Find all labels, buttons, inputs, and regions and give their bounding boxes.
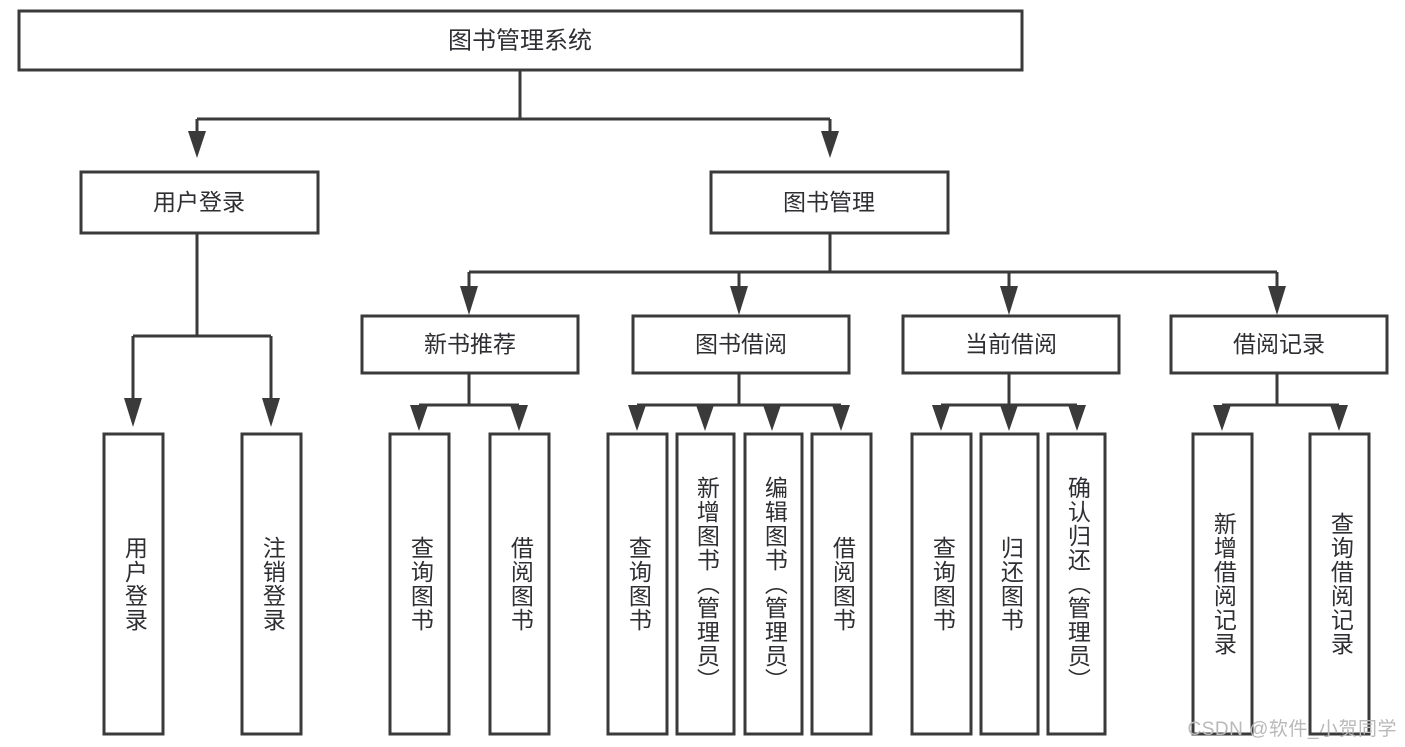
arrow-to-leaf-borrow-book-2: [832, 405, 850, 431]
node-book-borrow-box[interactable]: [631, 314, 851, 375]
watermark-text: CSDN @软件_小贺同学: [1187, 719, 1397, 740]
arrow-to-new-book-rec: [460, 286, 478, 315]
arrow-to-leaf-borrow-book-1: [510, 405, 528, 431]
leaf-add-record-box[interactable]: [1191, 432, 1254, 736]
node-root-label: 图书管理系统: [448, 27, 592, 54]
node-borrow-record-label: 借阅记录: [1233, 331, 1325, 357]
arrow-to-leaf-query-book-3: [932, 405, 950, 431]
node-root-box[interactable]: [17, 9, 1024, 72]
arrow-to-book-borrow: [730, 286, 748, 315]
connector-group: [124, 70, 1348, 431]
arrow-to-leaf-logout: [262, 398, 280, 427]
arrow-to-leaf-return-book: [1000, 405, 1018, 431]
node-borrow-record[interactable]: 借阅记录: [1169, 314, 1389, 375]
leaf-box-group: [102, 432, 1371, 736]
arrow-to-leaf-add-record: [1213, 405, 1231, 431]
leaf-confirm-return-box[interactable]: [1046, 432, 1107, 736]
node-current-borrow-label: 当前借阅: [965, 331, 1057, 357]
node-book-borrow-label: 图书借阅: [695, 331, 787, 357]
arrow-to-leaf-query-book-1: [410, 405, 428, 431]
leaf-user-login-box[interactable]: [102, 432, 165, 736]
arrow-to-borrow-record: [1268, 286, 1286, 315]
node-new-book-rec-box[interactable]: [360, 314, 580, 375]
node-book-manage-label: 图书管理: [783, 189, 875, 215]
node-book-manage[interactable]: 图书管理: [709, 170, 950, 235]
arrow-to-leaf-edit-book: [763, 405, 781, 431]
node-new-book-rec-label: 新书推荐: [424, 331, 516, 357]
leaf-logout-box[interactable]: [240, 432, 303, 736]
leaf-query-record-box[interactable]: [1308, 432, 1371, 736]
leaf-edit-book-box[interactable]: [743, 432, 804, 736]
arrow-to-leaf-query-book-2: [628, 405, 646, 431]
node-current-borrow-box[interactable]: [901, 314, 1121, 375]
leaf-return-book-box[interactable]: [979, 432, 1040, 736]
node-book-borrow[interactable]: 图书借阅: [631, 314, 851, 375]
node-user-login-label: 用户登录: [153, 189, 245, 215]
leaf-query-book-3-box[interactable]: [910, 432, 973, 736]
leaf-borrow-book-1-box[interactable]: [488, 432, 551, 736]
arrow-to-leaf-query-record: [1330, 405, 1348, 431]
arrow-to-user-login: [188, 131, 206, 158]
node-current-borrow[interactable]: 当前借阅: [901, 314, 1121, 375]
node-user-login[interactable]: 用户登录: [79, 170, 320, 235]
arrow-to-leaf-confirm-return: [1068, 405, 1086, 431]
arrow-to-book-manage: [821, 131, 839, 158]
node-new-book-rec[interactable]: 新书推荐: [360, 314, 580, 375]
leaf-query-book-2-box[interactable]: [606, 432, 669, 736]
leaf-query-book-1-box[interactable]: [388, 432, 451, 736]
node-user-login-box[interactable]: [79, 170, 320, 235]
arrow-to-leaf-user-login: [124, 398, 142, 427]
node-book-manage-box[interactable]: [709, 170, 950, 235]
node-root[interactable]: 图书管理系统: [17, 9, 1024, 72]
arrow-to-leaf-add-book: [696, 405, 714, 431]
node-borrow-record-box[interactable]: [1169, 314, 1389, 375]
arrow-to-current-borrow: [1000, 286, 1018, 315]
leaf-add-book-box[interactable]: [675, 432, 736, 736]
leaf-borrow-book-2-box[interactable]: [810, 432, 873, 736]
